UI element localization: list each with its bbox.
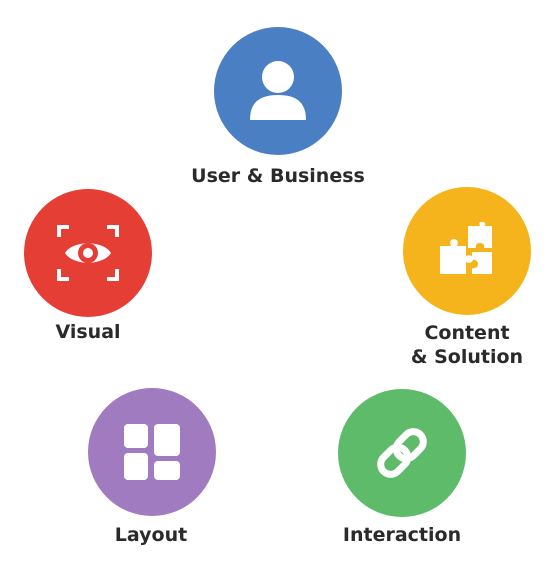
layout-node xyxy=(88,388,216,516)
puzzle-icon xyxy=(440,222,492,274)
content-solution-label-line2: & Solution xyxy=(410,346,524,368)
link-icon xyxy=(377,428,427,478)
user-business-label: User & Business xyxy=(191,165,365,187)
eye-icon xyxy=(57,225,119,281)
visual-label: Visual xyxy=(55,321,121,343)
content-solution-node xyxy=(403,187,531,315)
visual-node xyxy=(24,189,152,317)
interaction-label: Interaction xyxy=(342,524,462,546)
interaction-node xyxy=(338,389,466,517)
content-solution-label-line1: Content xyxy=(424,322,510,344)
user-business-node xyxy=(214,27,342,155)
user-icon xyxy=(250,61,306,120)
layout-grid-icon xyxy=(124,424,180,480)
layout-label: Layout xyxy=(114,524,188,546)
content-solution-label: Content & Solution xyxy=(411,321,523,369)
